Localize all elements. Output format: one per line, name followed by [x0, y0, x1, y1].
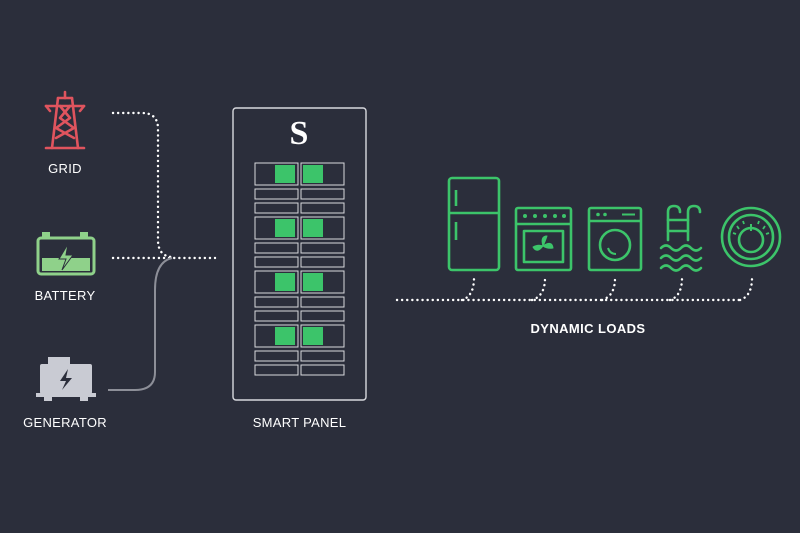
loads-connections	[395, 276, 754, 302]
battery-icon	[36, 232, 96, 276]
breaker-switch	[303, 219, 323, 237]
generator-icon	[36, 357, 96, 401]
generator-label: GENERATOR	[23, 415, 107, 430]
dynamic-loads-label: DYNAMIC LOADS	[530, 321, 646, 336]
breaker-slot-small	[254, 310, 299, 322]
breaker-slot-small	[254, 188, 299, 200]
breaker-slot	[300, 216, 345, 240]
breaker-slot-small	[254, 256, 299, 268]
breaker-slot-small	[300, 310, 345, 322]
breaker-slot-small	[254, 350, 299, 362]
breaker-switch	[303, 327, 323, 345]
breaker-slot-small	[300, 350, 345, 362]
breaker-slot	[300, 270, 345, 294]
breaker-slot-small	[300, 188, 345, 200]
breaker-switch	[275, 219, 295, 237]
breaker-slot-small	[300, 242, 345, 254]
breaker-switch	[303, 273, 323, 291]
grid-tower-icon	[44, 90, 86, 150]
breaker-slot-small	[300, 202, 345, 214]
breaker-slot-small	[300, 256, 345, 268]
breaker-slot	[254, 270, 299, 294]
breaker-slot	[254, 162, 299, 186]
breaker-slot-small	[300, 364, 345, 376]
grid-label: GRID	[48, 161, 82, 176]
generator-connection	[108, 257, 173, 391]
pool-icon	[659, 204, 703, 272]
smart-panel	[232, 107, 367, 401]
breaker-switch	[275, 273, 295, 291]
breaker-slot-small	[254, 202, 299, 214]
breaker-switch	[275, 165, 295, 183]
breaker-slot-small	[300, 296, 345, 308]
smart-panel-label: SMART PANEL	[252, 415, 347, 430]
breaker-slot-small	[254, 242, 299, 254]
breaker-slot	[254, 216, 299, 240]
breaker-switch	[275, 327, 295, 345]
breaker-rows	[254, 162, 345, 376]
breaker-slot-small	[254, 296, 299, 308]
oven-icon	[514, 206, 573, 272]
washer-icon	[587, 206, 643, 272]
breaker-slot	[300, 162, 345, 186]
thermostat-icon	[720, 206, 782, 268]
breaker-slot	[300, 324, 345, 348]
refrigerator-icon	[447, 176, 501, 272]
source-connections	[111, 111, 217, 260]
breaker-switch	[303, 165, 323, 183]
battery-label: BATTERY	[34, 288, 96, 303]
breaker-slot-small	[254, 364, 299, 376]
panel-logo: S	[289, 115, 309, 152]
grid-connection	[111, 111, 174, 259]
breaker-slot	[254, 324, 299, 348]
